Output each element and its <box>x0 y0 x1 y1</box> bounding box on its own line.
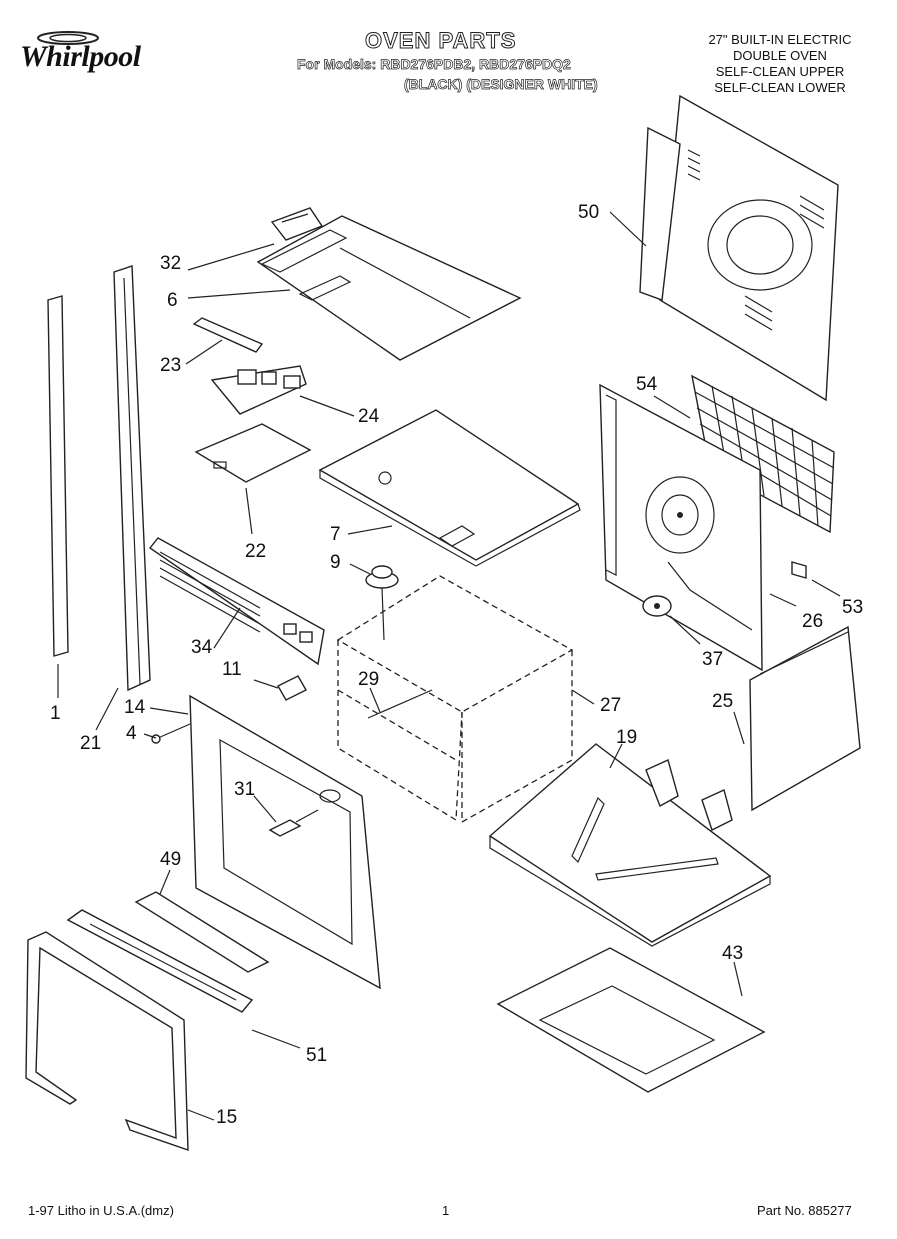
part-27-oven-cavity <box>336 575 574 824</box>
part-34-control-panel <box>148 537 325 666</box>
callout-50: 50 <box>578 202 600 223</box>
description-line: 27" BUILT-IN ELECTRIC <box>708 32 852 47</box>
page-number: 1 <box>442 1203 450 1218</box>
part-6-top-panel <box>256 215 522 361</box>
page-title: OVEN PARTS <box>364 28 517 54</box>
part-19-drip-tray <box>488 743 772 947</box>
description-line: SELF-CLEAN UPPER <box>715 64 845 79</box>
callout-29: 29 <box>358 669 380 690</box>
callout-23: 23 <box>160 355 182 376</box>
part-number: Part No. 885277 <box>757 1203 852 1218</box>
callout-11: 11 <box>222 659 242 680</box>
callout-15: 15 <box>216 1107 238 1128</box>
callout-6: 6 <box>167 290 178 311</box>
part-22-plate <box>194 423 312 483</box>
logo-swirl-icon <box>37 31 99 45</box>
part-50-rear-panel <box>639 94 839 402</box>
callout-19: 19 <box>616 727 638 748</box>
callout-21: 21 <box>80 733 102 754</box>
part-53-bracket <box>791 561 807 579</box>
callout-22: 22 <box>245 541 267 562</box>
part-29-sensor <box>367 689 433 719</box>
part-43-tray <box>496 947 766 1093</box>
callout-25: 25 <box>712 691 734 712</box>
callout-43: 43 <box>722 943 744 964</box>
part-7-oven-top <box>318 409 581 567</box>
part-4-screw <box>151 723 191 744</box>
part-32-label <box>270 207 324 241</box>
part-26-fan-panel <box>599 383 763 672</box>
part-37-fan-blade <box>642 595 672 617</box>
part-21-side-trim <box>113 265 151 692</box>
brand-name: Whirlpool <box>20 40 141 73</box>
part-54-rear-grid <box>691 374 835 534</box>
callout-4: 4 <box>126 723 137 744</box>
colors-line: (BLACK) (DESIGNER WHITE) <box>404 76 598 93</box>
description-line: DOUBLE OVEN <box>733 48 827 63</box>
models-line: For Models: RBD276PDB2, RBD276PDQ2 <box>297 56 572 73</box>
litho-note: 1-97 Litho in U.S.A.(dmz) <box>28 1203 174 1218</box>
part-15-gasket <box>25 931 189 1151</box>
product-description: 27" BUILT-IN ELECTRIC DOUBLE OVEN SELF-C… <box>690 32 870 96</box>
part-24-switch-assembly <box>210 365 307 415</box>
callout-31: 31 <box>234 779 256 800</box>
callout-32: 32 <box>160 253 182 274</box>
part-14-door-frame <box>189 694 381 990</box>
part-31-lamp-socket <box>268 809 319 837</box>
callout-1: 1 <box>50 703 61 724</box>
part-51-vent-trim <box>66 909 254 1013</box>
whirlpool-logo: Whirlpool <box>20 31 141 74</box>
callout-37: 37 <box>702 649 724 670</box>
part-9-thermostat <box>365 565 399 641</box>
callout-9: 9 <box>330 552 341 573</box>
part-25-side-cover <box>749 625 861 812</box>
callout-26: 26 <box>802 611 824 632</box>
callout-51: 51 <box>306 1045 328 1066</box>
callout-27: 27 <box>600 695 622 716</box>
description-line: SELF-CLEAN LOWER <box>714 80 846 95</box>
part-1-trim <box>47 295 69 657</box>
part-11-switch <box>277 675 307 701</box>
callout-49: 49 <box>160 849 182 870</box>
callout-53: 53 <box>842 597 864 618</box>
callout-14: 14 <box>124 697 146 718</box>
callout-54: 54 <box>636 374 658 395</box>
callout-24: 24 <box>358 406 380 427</box>
part-49-strip <box>134 891 270 973</box>
callout-7: 7 <box>330 524 341 545</box>
part-23-bracket <box>192 317 264 353</box>
callout-34: 34 <box>191 637 213 658</box>
leader-lines <box>57 211 841 1121</box>
